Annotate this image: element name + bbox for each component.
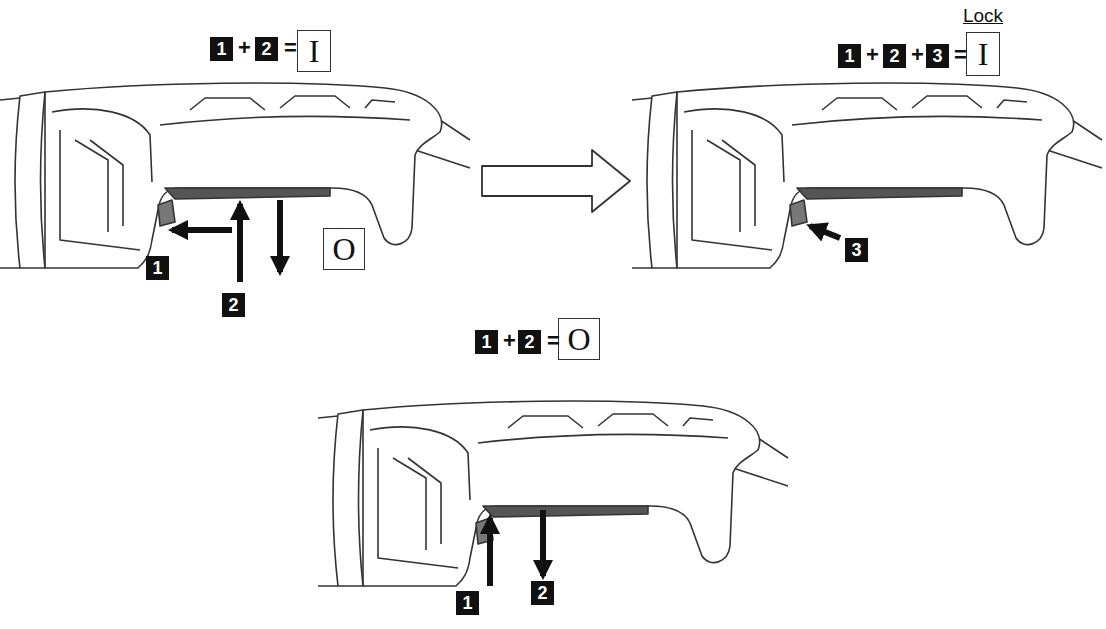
callout-box: 1: [475, 330, 498, 354]
callout-number: 2: [537, 584, 547, 602]
switch-symbol-box: LockI: [966, 32, 1000, 76]
callout-box: 2: [531, 581, 554, 605]
operator-sign: =: [547, 330, 560, 352]
callout-number: 2: [524, 333, 534, 351]
operator-sign: +: [238, 37, 251, 59]
operator-sign: +: [503, 330, 516, 352]
operator-sign: =: [954, 44, 967, 66]
callout-box: 2: [518, 330, 541, 354]
callout-box: 2: [222, 293, 245, 317]
callout-number: 1: [844, 47, 854, 65]
callout-box: 1: [210, 37, 233, 61]
operator-sign: +: [866, 44, 879, 66]
callout-box: 2: [883, 44, 906, 68]
callout-number: 3: [851, 241, 861, 259]
switch-symbol-box: I: [297, 30, 331, 72]
callout-number: 2: [228, 296, 238, 314]
callout-number: 3: [932, 47, 942, 65]
callout-box: 2: [255, 37, 278, 61]
callout-box: 3: [845, 238, 868, 262]
switch-symbol: O: [332, 233, 355, 265]
switch-symbol-box: O: [323, 228, 365, 270]
callout-number: 2: [261, 40, 271, 58]
switch-symbol: I: [978, 38, 989, 70]
switch-symbol: I: [309, 35, 320, 67]
callout-box: 1: [146, 256, 169, 280]
operator-sign: =: [284, 37, 297, 59]
callout-number: 1: [152, 259, 162, 277]
callout-number: 1: [481, 333, 491, 351]
callout-box: 1: [456, 591, 479, 615]
heading-label: Lock: [963, 6, 1003, 25]
callout-box: 1: [838, 44, 861, 68]
callout-number: 2: [889, 47, 899, 65]
switch-symbol: O: [567, 323, 590, 355]
operator-sign: +: [911, 44, 924, 66]
callout-number: 1: [216, 40, 226, 58]
callout-number: 1: [462, 594, 472, 612]
switch-symbol-box: O: [558, 318, 600, 360]
callout-box: 3: [926, 44, 949, 68]
